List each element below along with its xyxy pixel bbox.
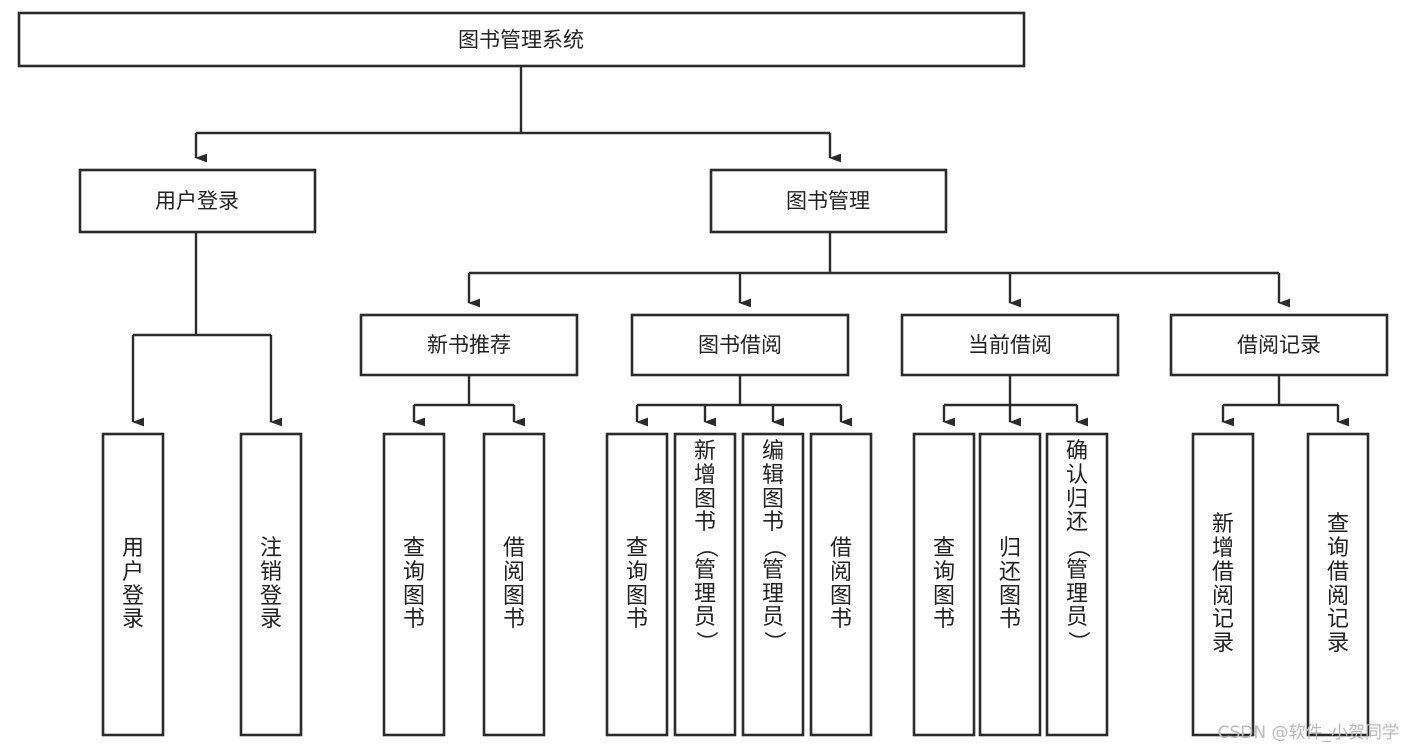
leaf-label-borrow-book-3: 编辑图书（管理员）	[760, 439, 786, 653]
leaf-label-user-login-1: 用户登录	[121, 536, 144, 633]
leaf-label-borrow-record-1: 新增借阅记录	[1211, 512, 1234, 656]
node-book-manage-label: 图书管理	[786, 189, 870, 213]
node-book-manage-box[interactable]	[709, 168, 948, 234]
node-root-box[interactable]	[17, 11, 1026, 68]
leaf-label-borrow-book-1: 查询图书	[625, 536, 648, 633]
node-user-login-box[interactable]	[78, 168, 317, 234]
node-new-book-label: 新书推荐	[427, 333, 511, 357]
node-new-book-box[interactable]	[359, 313, 579, 377]
edges-group	[131, 66, 1349, 427]
leaf-label-borrow-book-4: 借阅图书	[829, 536, 852, 633]
watermark-text: CSDN @软件_小贺同学	[1217, 723, 1399, 743]
leaf-box-borrow-book-2[interactable]	[673, 432, 737, 737]
leaf-box-user-login-2[interactable]	[239, 432, 303, 737]
nodes-group: 图书管理系统 用户登录 图书管理 新书推荐 图书借阅 当前借阅 借阅记录	[17, 11, 1389, 737]
leaf-box-current-borrow-1[interactable]	[912, 432, 976, 737]
node-current-borrow-box[interactable]	[900, 313, 1120, 377]
node-borrow-record-box[interactable]	[1169, 313, 1389, 377]
node-current-borrow-label: 当前借阅	[968, 333, 1052, 357]
leaf-box-user-login-1[interactable]	[101, 432, 165, 737]
leaf-label-current-borrow-2: 归还图书	[998, 536, 1021, 633]
leaf-label-new-book-1: 查询图书	[402, 536, 425, 633]
leaf-label-new-book-2: 借阅图书	[502, 536, 525, 633]
node-borrow-record-label: 借阅记录	[1237, 333, 1321, 357]
leaf-label-current-borrow-1: 查询图书	[932, 536, 955, 633]
leaf-label-borrow-record-2: 查询借阅记录	[1326, 512, 1349, 656]
leaf-label-user-login-2: 注销登录	[259, 536, 282, 633]
leaf-box-borrow-record-1[interactable]	[1191, 432, 1255, 737]
leaf-box-borrow-book-3[interactable]	[741, 432, 805, 737]
node-user-login-label: 用户登录	[155, 189, 239, 213]
leaf-label-borrow-book-2: 新增图书（管理员）	[692, 439, 718, 653]
leaf-box-borrow-record-2[interactable]	[1306, 432, 1370, 737]
leaf-box-current-borrow-2[interactable]	[978, 432, 1042, 737]
leaf-box-new-book-2[interactable]	[482, 432, 546, 737]
leaf-box-borrow-book-4[interactable]	[809, 432, 873, 737]
node-borrow-book-box[interactable]	[630, 313, 850, 377]
leaf-box-current-borrow-3[interactable]	[1045, 432, 1109, 737]
leaf-label-current-borrow-3: 确认归还（管理员）	[1064, 439, 1090, 653]
leaf-box-new-book-1[interactable]	[382, 432, 446, 737]
leaf-box-borrow-book-1[interactable]	[605, 432, 669, 737]
node-root-label: 图书管理系统	[458, 28, 584, 52]
node-borrow-book-label: 图书借阅	[698, 333, 782, 357]
